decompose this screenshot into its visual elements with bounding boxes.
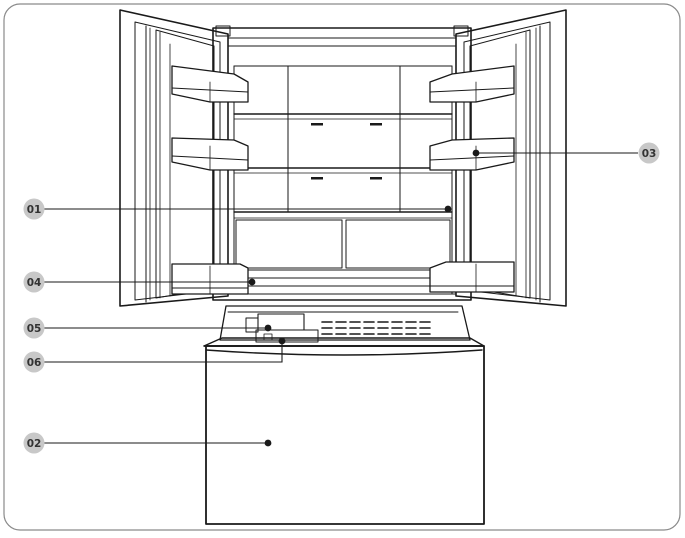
callout-03: 03 [638,142,660,164]
callout-badge-02 [23,432,45,454]
frame-border [3,3,681,531]
leader-06 [44,341,283,363]
anchor-dot-04 [248,278,256,286]
anchor-dot-06 [278,337,286,345]
callout-label-01: 01 [27,204,42,216]
crisper-drawers [233,219,453,287]
refrigerator [119,9,567,525]
callout-01: 01 [23,198,45,220]
callout-badge-01 [23,198,45,220]
shelf-upper [233,113,453,126]
pantry-section [219,305,471,343]
callout-label-06: 06 [27,357,42,369]
left-door-bin-top [171,65,249,103]
vent-grille [321,321,431,335]
callout-leaders [44,152,638,444]
anchor-dot-02 [264,439,272,447]
anchor-dot-01 [444,205,452,213]
callout-badge-05 [23,317,45,339]
callout-04: 04 [23,271,45,293]
callout-06: 06 [23,351,45,373]
callout-05: 05 [23,317,45,339]
freezer-drawer [203,337,485,525]
anchor-dot-05 [264,324,272,332]
right-door-bin-top [429,65,515,103]
callout-anchors [248,149,480,447]
anchor-dot-03 [472,149,480,157]
right-door-bin-bottom [429,261,515,293]
shelf-middle [233,167,453,180]
left-door-bin-bottom [171,263,249,295]
callout-02: 02 [23,432,45,454]
callout-label-02: 02 [27,438,42,450]
right-door-bin-middle [429,137,515,171]
callout-badge-06 [23,351,45,373]
callout-badge-03 [638,142,660,164]
callout-label-04: 04 [27,277,42,289]
callout-label-03: 03 [642,148,657,160]
shelf-lower [233,211,453,219]
callout-label-05: 05 [27,323,42,335]
callout-badge-04 [23,271,45,293]
left-door-bin-middle [171,137,249,171]
